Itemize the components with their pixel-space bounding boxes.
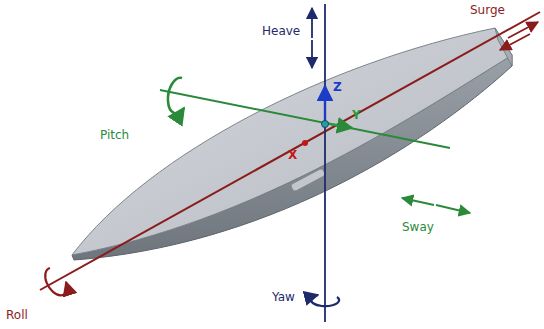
hull-deck (72, 28, 512, 255)
x-dot (302, 140, 308, 146)
heave-arrow (311, 8, 313, 38)
heave-arrow (311, 40, 313, 68)
x-axis (40, 12, 540, 290)
surge-arrow (508, 22, 538, 38)
yaw-arc (311, 295, 339, 306)
z-axis (324, 4, 326, 322)
motion-label: Surge (470, 3, 505, 17)
motion-label: Pitch (100, 128, 129, 142)
axis-label: Z (333, 80, 342, 94)
motion-label: Roll (6, 308, 28, 322)
axis-label: X (288, 148, 297, 162)
y-arrow (325, 123, 352, 128)
origin-dot (322, 121, 329, 128)
motion-label: Sway (402, 220, 434, 234)
sway-arrow (436, 205, 470, 213)
surge-arrow (500, 34, 530, 50)
y-axis (160, 90, 450, 148)
transom (495, 28, 512, 66)
axis-label: Y (352, 108, 361, 122)
motion-label: Yaw (272, 290, 295, 304)
cockpit-step (290, 168, 326, 192)
motion-label: Heave (262, 24, 300, 38)
pitch-arc (168, 78, 184, 114)
roll-arc (45, 268, 67, 295)
sway-arrow (402, 198, 434, 205)
